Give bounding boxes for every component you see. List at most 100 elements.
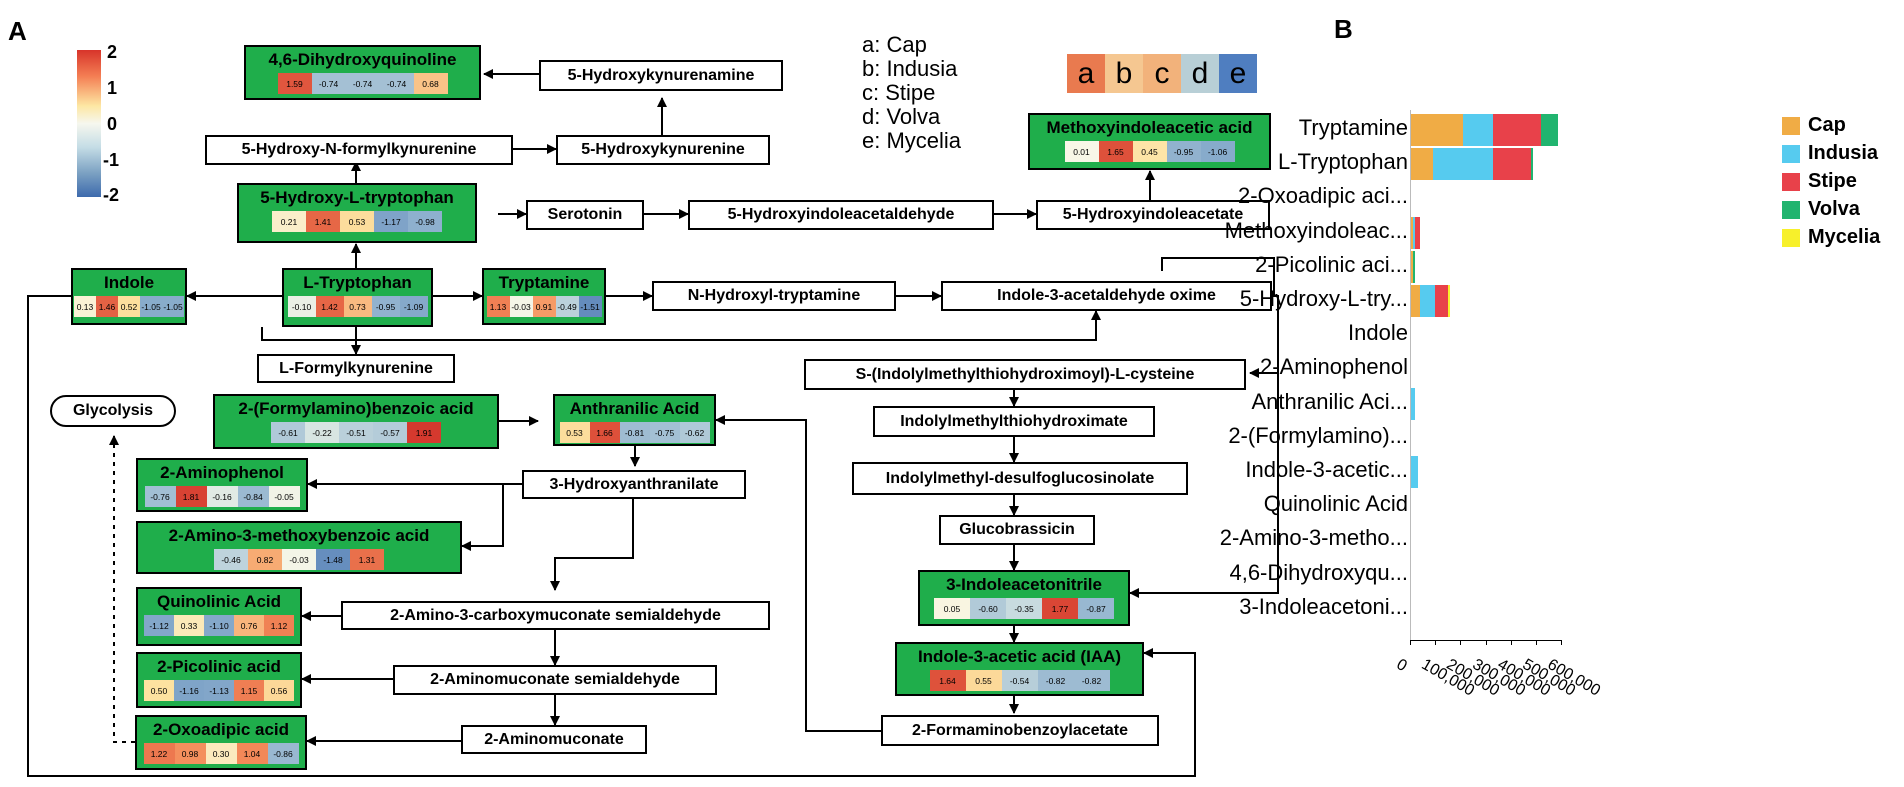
legend-swatch [1782,173,1800,191]
node-glycolysis: Glycolysis [50,395,176,427]
node-formaminobenzoylacetate: 2-Formaminobenzoylacetate [881,715,1159,746]
bar-segment [1420,285,1436,317]
colorbar-tick: 0 [107,114,118,134]
heatmap-cell: -0.76 [144,486,176,507]
category-label: Methoxyindoleac... [1224,217,1408,243]
category-label: 5-Hydroxy-L-try... [1239,286,1408,311]
legend-label: Mycelia [1808,226,1881,248]
category-label: 2-Picolinic aci... [1255,251,1408,277]
heatmap-cell: 1.41 [306,211,340,232]
heatmap-cell: 0.21 [272,211,306,232]
node-desulfoglucosinolate: Indolylmethyl-desulfoglucosinolate [852,462,1188,495]
bar-segment [1410,285,1421,317]
bar-segment [1432,148,1494,181]
category-label: 2-Aminophenol [1260,354,1408,380]
heatmap-cell: 0.82 [248,549,282,570]
colorbar-tick: -2 [103,185,120,205]
node-thiohydroximate: Indolylmethylthiohydroximate [873,406,1155,437]
y-axis-line [1410,110,1411,641]
heatmap-cell: -0.74 [311,73,346,94]
heatmap-cell: -0.03 [282,549,316,570]
heatmap-cell: 0.98 [174,743,206,764]
heatmap-cell: 1.59 [277,73,312,94]
bar-segment [1412,250,1416,283]
heatmap-cell: 0.45 [1132,141,1167,162]
metabolite-name: 2-(Formylamino)benzoic acid [238,399,474,418]
key-example-cell: a [1067,54,1105,93]
legend-label: Cap [1808,114,1846,136]
colorbar [77,50,101,197]
metabolite-name: 2-Picolinic acid [157,657,281,676]
legend-label: Indusia [1808,142,1879,164]
heatmap-cell: 1.81 [175,486,207,507]
heatmap-cell: 0.56 [264,680,294,701]
heatmap-cell: -0.10 [287,296,316,317]
metabolite-name: 3-Indoleacetonitrile [946,575,1102,594]
bar-segment [1530,148,1534,181]
metabolite-name: Indole-3-acetic acid (IAA) [917,647,1122,666]
category-label: Anthranilic Aci... [1251,388,1408,414]
node-formylkynurenine: L-Formylkynurenine [257,354,455,383]
heatmap-cell: 1.64 [929,670,966,691]
heatmap-cell: 0.50 [144,680,174,701]
heatmap-cell: -0.60 [970,598,1006,619]
heatmap-cell: -1.09 [399,296,428,317]
node-hydroxykynurenine: 5-Hydroxykynurenine [556,135,770,165]
category-label: Indole-3-acetic... [1245,457,1408,482]
heatmap-cell: 0.55 [965,670,1002,691]
heatmap-cell: -0.35 [1006,598,1042,619]
panel-a-label: A [8,16,27,46]
x-tick-mark [1460,640,1462,645]
key-line: b: Indusia [862,56,958,81]
heatmap-cell: -0.75 [649,422,680,443]
key-line: e: Mycelia [862,128,962,153]
heatmap-cell: -0.87 [1078,598,1114,619]
heatmap-cell: 0.33 [174,615,204,636]
node-aminomuconatesa: 2-Aminomuconate semialdehyde [393,665,717,695]
node-hydroxyindoleacetaldehyde: 5-Hydroxyindoleacetaldehyde [688,200,994,230]
heatmap-cell: 0.68 [413,73,448,94]
heatmap-cell: 0.53 [340,211,374,232]
heatmap-cell: -0.74 [379,73,414,94]
legend-label: Stipe [1808,170,1857,192]
heatmap-cell: -1.06 [1200,141,1235,162]
bar-segment [1410,456,1418,488]
metabolite-name: L-Tryptophan [303,273,412,292]
bar-segment [1412,216,1416,249]
heatmap-cell: -0.57 [373,422,407,443]
category-label: Indole [1348,320,1408,346]
legend-swatch [1782,145,1800,163]
node-hydroxyltryptamine: N-Hydroxyl-tryptamine [652,281,896,311]
heatmap-cell: -1.13 [204,680,234,701]
node-acetaldehydeoxime: Indole-3-acetaldehyde oxime [941,281,1272,311]
node-hydroxyindoleacetate: 5-Hydroxyindoleacetate [1036,200,1270,230]
heatmap-cell: -1.05 [140,296,162,317]
heatmap-cell: 1.15 [234,680,264,701]
metabolite-name: 2-Aminophenol [160,463,284,482]
heatmap-cell: -0.46 [214,549,248,570]
bar-segment [1435,285,1448,317]
metabolite-box-dihydroxyquinoline: 4,6-Dihydroxyquinoline 1.59-0.74-0.74-0.… [244,45,481,100]
heatmap-cell: -1.17 [374,211,408,232]
heatmap-cell: -0.95 [371,296,400,317]
heatmap-cell: -0.03 [509,296,533,317]
heatmap-cell: -1.12 [144,615,174,636]
category-label: L-Tryptophan [1277,149,1408,175]
heatmap-cell: -1.05 [162,296,184,317]
bar-segment [1415,216,1421,249]
bar-segment [1493,114,1541,146]
